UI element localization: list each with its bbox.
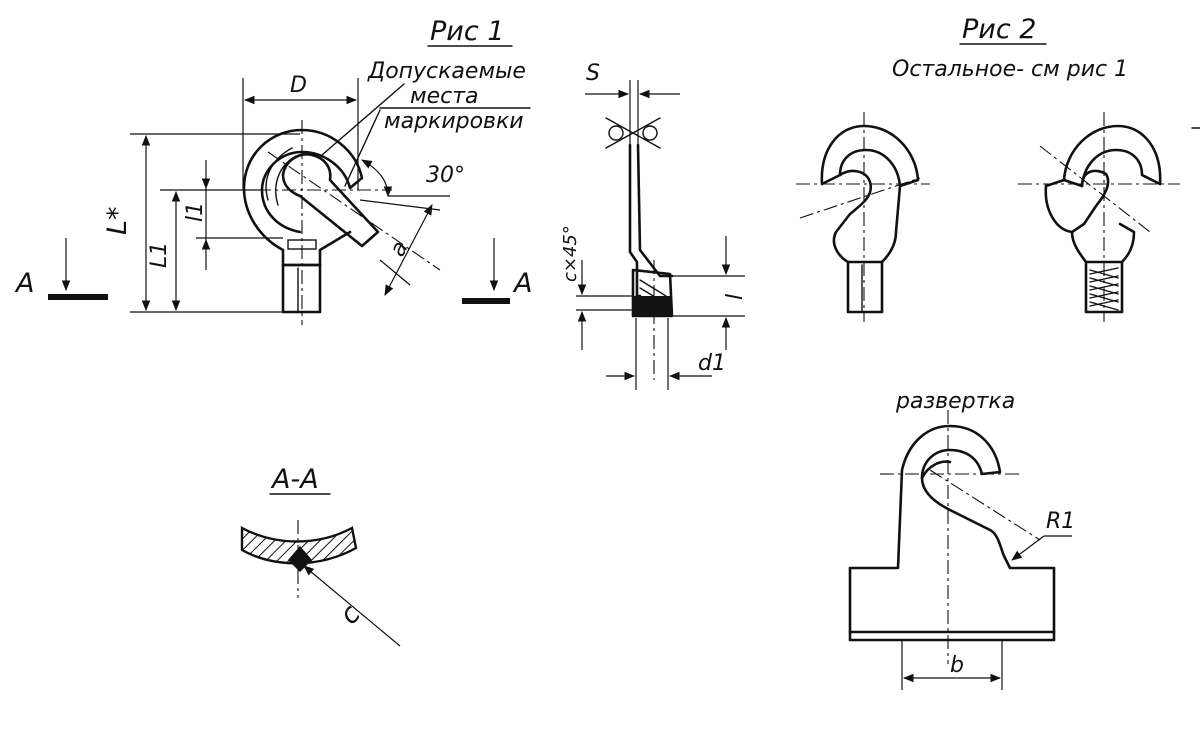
marking-note-line1: Допускаемые: [367, 59, 526, 84]
dim-b-label: b: [950, 653, 964, 678]
dim-R1-label: R1: [1046, 509, 1075, 534]
dim-S-label: S: [586, 61, 600, 86]
dim-angle-label: 30°: [426, 163, 465, 188]
dim-D-label: D: [290, 73, 307, 98]
marking-note-line3: маркировки: [384, 109, 524, 134]
dim-chamfer-label: c×45°: [560, 225, 581, 282]
section-a-a: A-A c: [240, 464, 401, 647]
fig1-front-view: Рис 1 Допускаемые места маркировки D: [14, 16, 532, 325]
fig2-views: Рис 2 Остальное- см рис 1: [796, 14, 1180, 322]
dim-l-label: l: [723, 294, 748, 300]
unfolded-view: развертка R1 b: [848, 389, 1075, 690]
dim-L-star-label: L*: [102, 206, 133, 235]
unfold-title: развертка: [895, 389, 1015, 414]
fig1-title: Рис 1: [430, 16, 504, 47]
fig2-title: Рис 2: [962, 14, 1036, 45]
section-title: A-A: [270, 464, 319, 495]
dim-L1-label: L1: [147, 242, 172, 268]
fig1-side-view: S c×45° l d1: [560, 61, 748, 390]
dim-a-label: a: [385, 237, 413, 261]
fig2-note: Остальное- см рис 1: [892, 57, 1128, 82]
section-mark-right: A: [512, 268, 532, 299]
dim-l1-label: l1: [183, 202, 208, 222]
marking-note-line2: места: [410, 84, 479, 109]
dim-d1-label: d1: [698, 351, 726, 376]
section-mark-left: A: [14, 268, 34, 299]
